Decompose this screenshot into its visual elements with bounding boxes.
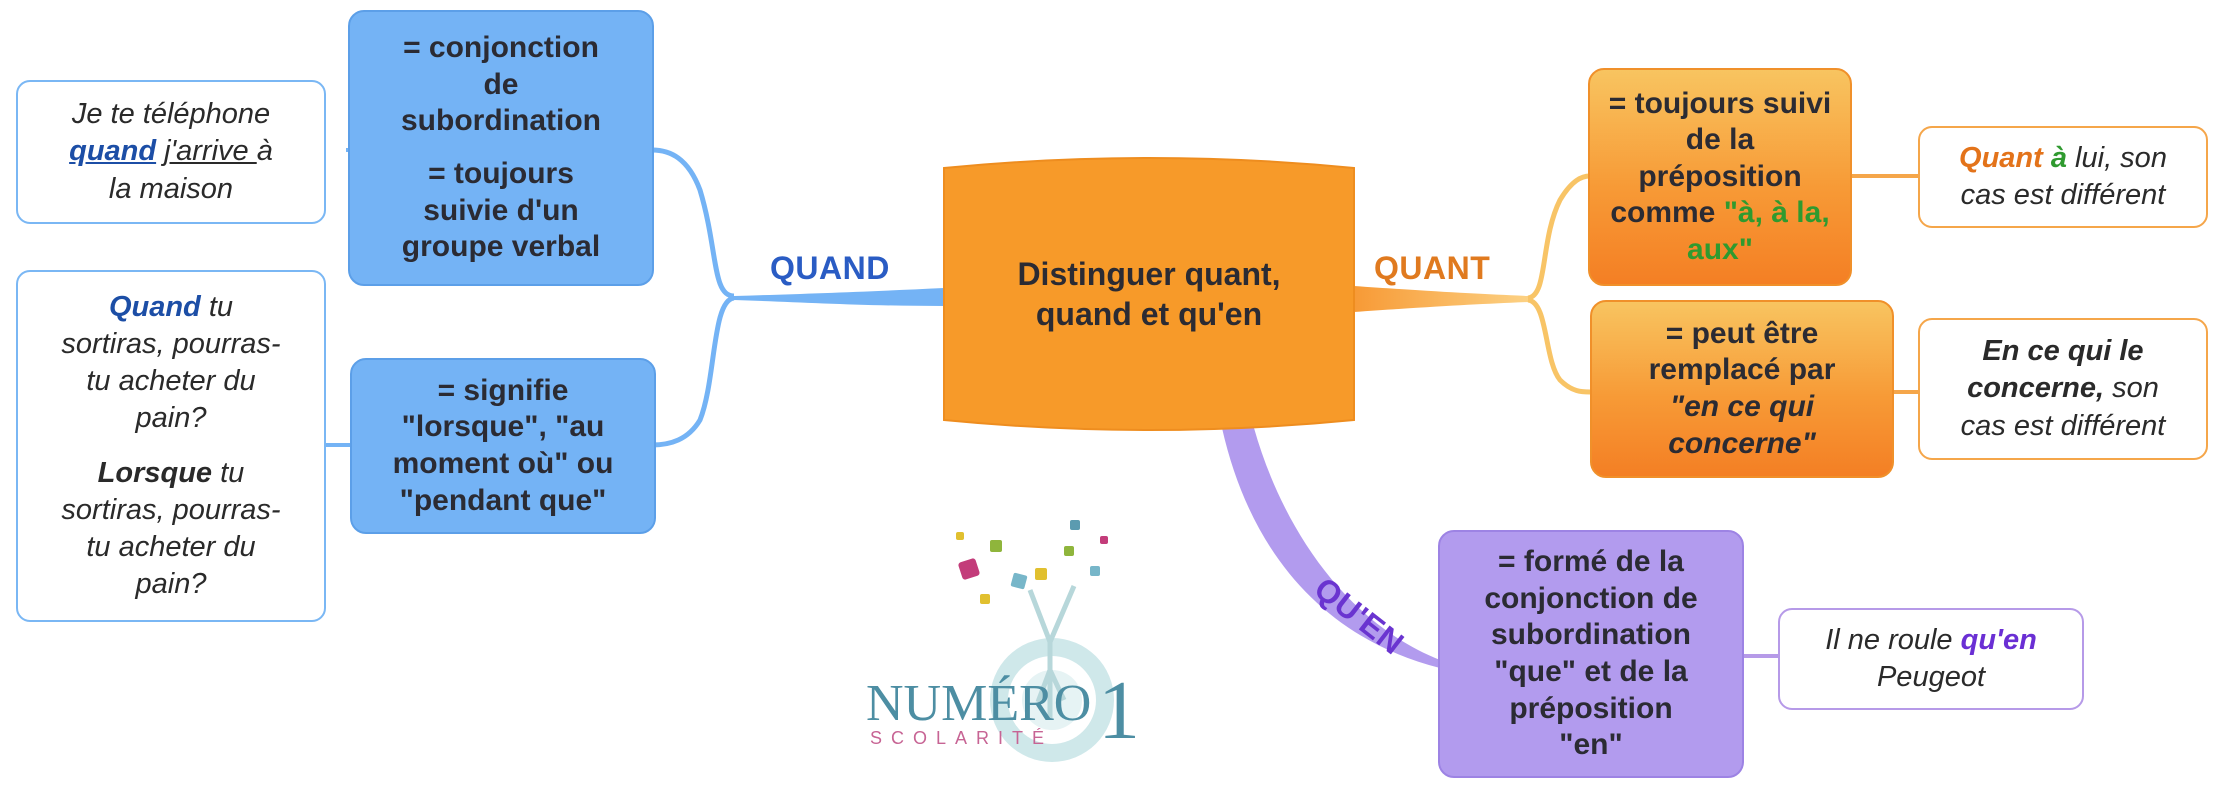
example-text: pain? bbox=[135, 568, 207, 601]
quand-meaning-line: moment où" ou bbox=[392, 447, 614, 480]
quant-branch-label: QUANT bbox=[1374, 250, 1491, 286]
quen-example[interactable]: Il ne roule qu'en Peugeot bbox=[1778, 608, 2084, 710]
example-text: pain? bbox=[135, 401, 207, 434]
quant-replacement-node[interactable]: = peut être remplacé par "en ce qui conc… bbox=[1590, 300, 1894, 478]
keyword-quen: qu'en bbox=[1960, 623, 2037, 656]
quant-link-bottom bbox=[1527, 297, 1591, 395]
example-text: lui, son bbox=[2067, 141, 2167, 174]
quand-meaning-line: = signifie bbox=[437, 373, 569, 407]
numero1-logo: NUMÉRO 1 SCOLARITÉ bbox=[860, 520, 1160, 780]
keyword-lorsque: Lorsque bbox=[97, 457, 213, 489]
quant-example-2[interactable]: En ce qui le concerne, son cas est diffé… bbox=[1918, 318, 2208, 460]
logo-name: NUMÉRO bbox=[866, 674, 1091, 732]
logo-subtitle: SCOLARITÉ bbox=[870, 728, 1053, 748]
quant-def-line: = toujours suivi bbox=[1608, 86, 1832, 120]
quand-def-line: = conjonction bbox=[403, 31, 599, 65]
keyword-en-ce-qui: En ce qui le bbox=[1982, 335, 2144, 368]
quen-def-line: "que" et de la bbox=[1494, 655, 1688, 688]
quant-prepositions: aux" bbox=[1687, 232, 1753, 266]
quen-def-line: subordination bbox=[1491, 618, 1691, 652]
example-text: Il ne roule bbox=[1825, 623, 1961, 656]
quand-def-line: suivie d'un bbox=[423, 193, 579, 227]
center-topic-line2: quand et qu'en bbox=[1035, 296, 1263, 332]
center-topic-line1: Distinguer quant, bbox=[1017, 256, 1281, 292]
quant-link-top bbox=[1527, 173, 1591, 301]
keyword-a: à bbox=[2042, 141, 2067, 174]
quand-def-line: = toujours bbox=[428, 157, 574, 190]
quand-link-top bbox=[651, 147, 735, 299]
keyword-quand: Quand bbox=[108, 290, 201, 323]
quant-definition-node[interactable]: = toujours suivi de la préposition comme… bbox=[1588, 68, 1852, 286]
example-text: tu bbox=[212, 457, 245, 489]
example-text: tu acheter du bbox=[86, 364, 256, 397]
quant-prepositions: "à, à la, bbox=[1723, 196, 1830, 230]
example-text: son bbox=[2104, 372, 2159, 405]
quand-meaning-node[interactable]: = signifie "lorsque", "au moment où" ou … bbox=[350, 358, 656, 534]
example-text: la maison bbox=[108, 172, 234, 205]
quand-def-line: groupe verbal bbox=[401, 230, 601, 264]
example-text: cas est différent bbox=[1960, 179, 2166, 211]
example-text: sortiras, pourras- bbox=[61, 327, 281, 360]
quant-repl-line: "en ce qui bbox=[1669, 390, 1815, 423]
center-topic[interactable]: Distinguer quant, quand et qu'en bbox=[944, 160, 1354, 428]
quant-def-line: comme bbox=[1610, 196, 1724, 230]
quand-link-bottom bbox=[651, 295, 735, 448]
quen-def-line: préposition bbox=[1509, 691, 1673, 725]
quen-def-line: = formé de la bbox=[1498, 545, 1684, 579]
quand-branch bbox=[734, 288, 944, 306]
quand-definition-node[interactable]: = conjonction de subordination = toujour… bbox=[348, 10, 654, 286]
quand-example-2[interactable]: Quand tu sortiras, pourras- tu acheter d… bbox=[16, 270, 326, 622]
quand-def-line: subordination bbox=[401, 104, 601, 138]
quand-example-1[interactable]: Je te téléphone quand j'arrive à la mais… bbox=[16, 80, 326, 224]
keyword-concerne: concerne, bbox=[1967, 372, 2105, 405]
example-text: sortiras, pourras- bbox=[61, 494, 281, 527]
center-node-shape bbox=[943, 157, 1355, 431]
quand-meaning-line: "pendant que" bbox=[399, 483, 607, 517]
quand-branch-label: QUAND bbox=[770, 250, 890, 286]
logo-graphic: NUMÉRO 1 SCOLARITÉ bbox=[866, 520, 1140, 762]
example-text: Je te téléphone bbox=[71, 98, 271, 131]
example-text: Peugeot bbox=[1876, 661, 1986, 693]
keyword-quant: Quant bbox=[1959, 141, 2043, 174]
quand-def-line: de bbox=[483, 67, 519, 101]
quant-def-line: de la bbox=[1685, 123, 1755, 157]
quant-repl-line: = peut être bbox=[1665, 316, 1819, 350]
quen-branch bbox=[1222, 428, 1440, 668]
quen-def-line: conjonction de bbox=[1484, 581, 1698, 615]
example-text: cas est différent bbox=[1960, 409, 2166, 442]
quant-branch bbox=[1354, 286, 1528, 312]
quant-repl-line: remplacé par bbox=[1648, 353, 1836, 387]
example-verb: j'arrive bbox=[164, 135, 257, 168]
example-text: tu bbox=[200, 290, 234, 323]
example-text: à bbox=[256, 135, 273, 168]
logo-number: 1 bbox=[1098, 664, 1140, 757]
keyword-quand: quand bbox=[69, 135, 157, 168]
quant-repl-line: concerne" bbox=[1668, 426, 1816, 460]
quand-meaning-line: "lorsque", "au bbox=[401, 410, 605, 444]
quen-def-line: "en" bbox=[1559, 728, 1623, 762]
example-text: tu acheter du bbox=[86, 531, 256, 564]
quant-example-1[interactable]: Quant à lui, son cas est différent bbox=[1918, 126, 2208, 228]
quant-def-line: préposition bbox=[1638, 159, 1802, 193]
quen-definition-node[interactable]: = formé de la conjonction de subordinati… bbox=[1438, 530, 1744, 778]
